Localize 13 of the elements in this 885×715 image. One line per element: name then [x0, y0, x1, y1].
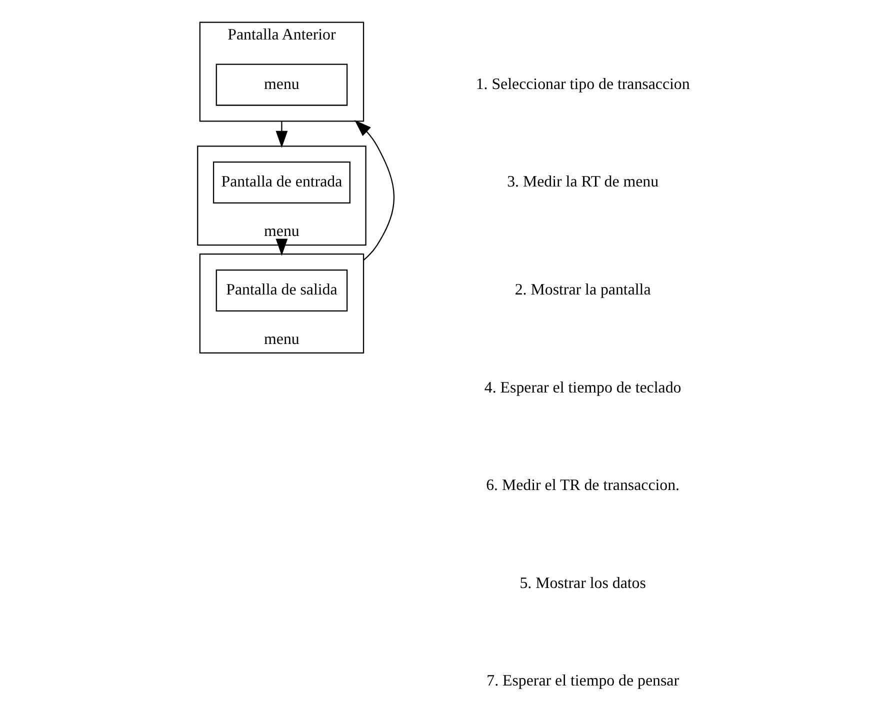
arrow [354, 120, 395, 261]
label: 7. Esperar el tiempo de pensar [486, 672, 680, 690]
node-box: Pantalla de entrada [212, 162, 350, 204]
label: 2. Mostrar la pantalla [514, 282, 651, 299]
label: 1. Seleccionar tipo de transaccion [476, 76, 690, 93]
node-box: menu [216, 64, 348, 106]
arrow [276, 238, 288, 256]
arrow [276, 121, 288, 148]
label: 3. Medir la RT de menu [507, 174, 659, 191]
label: 6. Medir el TR de transaccion. [486, 477, 680, 494]
label: 5. Mostrar los datos [520, 574, 646, 592]
node-box: Pantalla de salida [216, 269, 348, 312]
label: 4. Esperar el tiempo de teclado [484, 379, 682, 396]
